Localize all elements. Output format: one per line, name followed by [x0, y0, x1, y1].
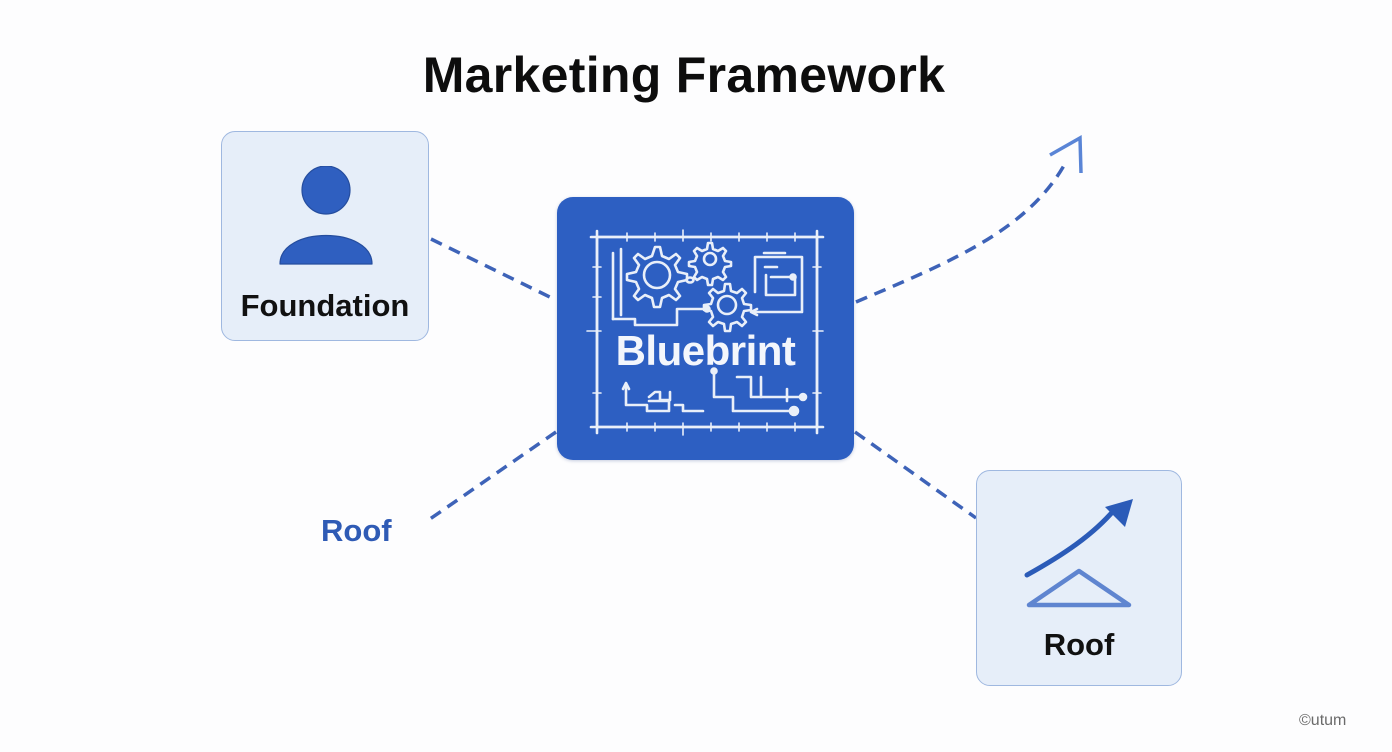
foundation-card[interactable]: Foundation	[221, 131, 429, 341]
edge-center-to-roof-text	[429, 430, 557, 521]
person-icon	[279, 166, 373, 265]
roof-card[interactable]: Roof	[976, 470, 1182, 686]
blueprint-gears-icon	[586, 229, 825, 436]
edge-foundation-to-center	[430, 237, 557, 302]
growth-arrow-roof-icon	[1024, 499, 1133, 608]
growth-arrowhead-icon	[1049, 135, 1083, 174]
diagram-title: Marketing Framework	[422, 47, 946, 103]
watermark: ©utum	[1299, 712, 1347, 729]
roof-text-label: Roof	[321, 513, 392, 548]
blueprint-card[interactable]: Bluebrint	[557, 197, 854, 460]
roof-card-label: Roof	[1043, 627, 1115, 662]
foundation-label: Foundation	[240, 288, 410, 323]
edge-center-to-roof-card	[853, 430, 978, 520]
blueprint-label: Bluebrint	[615, 327, 796, 374]
edge-center-to-growth-arrow	[855, 159, 1069, 304]
